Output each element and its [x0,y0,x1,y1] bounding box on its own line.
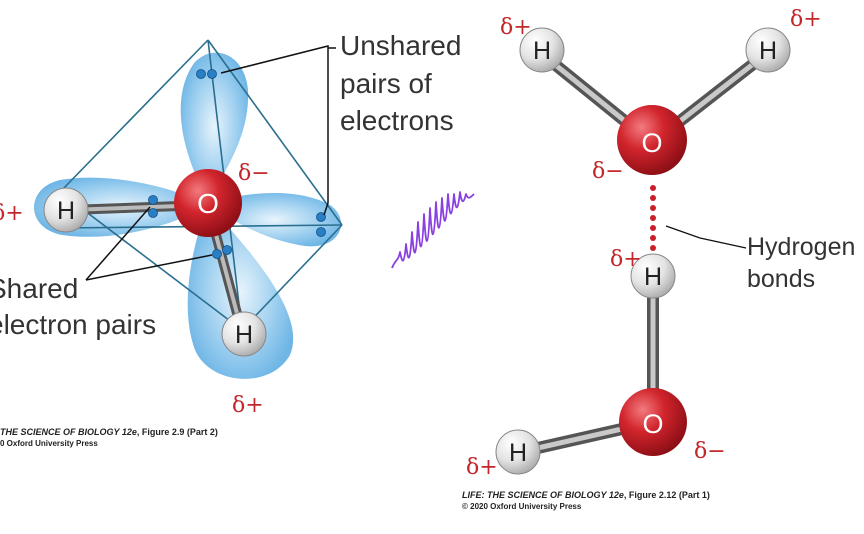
shared-label-line-1: Shared [0,273,78,304]
hydrogen-bonds-label-line-2: bonds [747,265,815,293]
delta-plus-right-2: δ+ [790,7,822,32]
oxygen-symbol: O [641,128,662,158]
hydrogen-atom-right-2: H [745,27,791,73]
hydrogen-symbol: H [533,37,551,65]
hydrogen-atom-right-1: H [519,27,565,73]
delta-minus-right-2: δ− [694,439,726,464]
left-credit-title: THE SCIENCE OF BIOLOGY 12e [0,427,137,437]
left-water-molecule: O H H Unshared [0,30,469,418]
hydrogen-atom-right-3: H [630,253,676,299]
purple-scribble [391,191,475,269]
hydrogen-symbol: H [509,439,527,467]
delta-plus-right-4: δ+ [466,455,498,480]
oxygen-atom-right-bottom: O [619,388,687,456]
hydrogen-symbol: H [57,197,75,225]
right-credit-title: LIFE: THE SCIENCE OF BIOLOGY 12e [462,490,624,500]
oxygen-atom-right-top: O [617,105,687,175]
hydrogen-symbol: H [235,321,253,349]
right-credit-copyright: © 2020 Oxford University Press [462,502,582,511]
unshared-label-line-1: Unshared [340,30,461,61]
hydrogen-symbol: H [644,263,662,291]
leader-lines-left [85,45,336,281]
hydrogen-bond-dots [650,185,656,251]
left-credit-line-1: THE SCIENCE OF BIOLOGY 12e, Figure 2.9 (… [0,427,218,438]
orbital-lobe-bottom [187,205,294,379]
shared-label-line-2: electron pairs [0,309,156,340]
delta-plus-right-3: δ+ [610,247,642,272]
orbital-lobe-top [180,52,249,201]
delta-minus-right-1: δ− [592,159,624,184]
hydrogen-symbol: H [759,37,777,65]
hydrogen-atom-right-4: H [495,429,541,475]
delta-plus-right-1: δ+ [500,15,532,40]
right-credit-line-1: LIFE: THE SCIENCE OF BIOLOGY 12e, Figure… [462,490,710,501]
shared-label: Shared electron pairs [0,273,156,340]
unshared-label-line-3: electrons [340,105,454,136]
delta-plus-left-2: δ+ [232,393,264,418]
delta-plus-left-1: δ+ [0,201,24,226]
left-credit-copyright: 0 Oxford University Press [0,439,98,448]
hydrogen-bonds-label: Hydrogen bonds [747,233,862,293]
unshared-label-line-2: pairs of [340,68,432,99]
hydrogen-bonds-label-line-1: Hydrogen [747,233,855,261]
left-figure-credit: THE SCIENCE OF BIOLOGY 12e, Figure 2.9 (… [0,427,218,449]
hydrogen-atom-left-2: H [221,311,267,357]
right-water-molecules: H H O H O H Hydrogen bonds [466,7,862,480]
left-credit-figure: , Figure 2.9 (Part 2) [136,427,218,437]
hydrogen-atom-left-1: H [43,187,89,233]
hydrogen-bond-leader [665,225,747,249]
unshared-label: Unshared pairs of electrons [340,30,469,136]
delta-minus-left: δ− [238,161,270,186]
oxygen-atom-left: O [174,169,242,237]
right-figure-credit: LIFE: THE SCIENCE OF BIOLOGY 12e, Figure… [462,490,710,512]
oxygen-symbol: O [197,188,219,219]
right-credit-figure: , Figure 2.12 (Part 1) [623,490,710,500]
electron-dots [148,69,326,259]
oxygen-symbol: O [642,409,663,439]
